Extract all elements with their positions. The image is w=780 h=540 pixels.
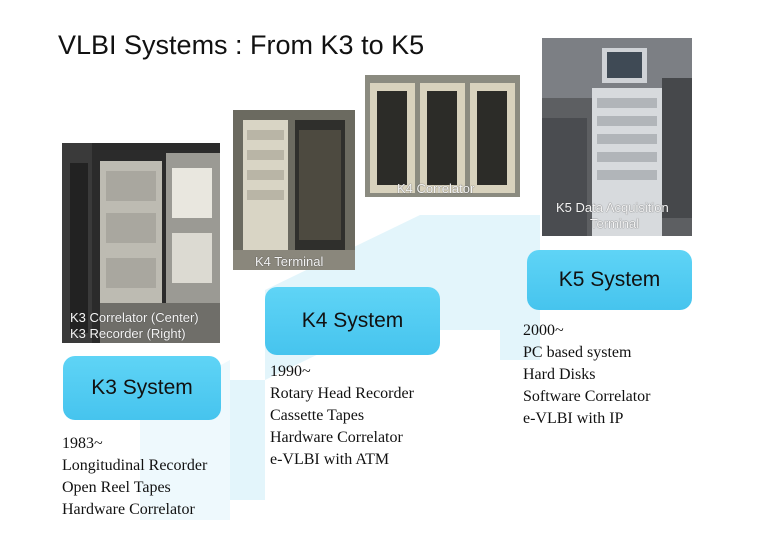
k3-system-box: K3 System xyxy=(63,356,221,420)
k5-photo-caption-line2: Terminal xyxy=(590,216,640,231)
k4-desc-line: 1990~ xyxy=(270,363,311,380)
k4-correlator-caption: K4 Correlator xyxy=(397,181,475,196)
k5-desc-line: 2000~ xyxy=(523,322,564,339)
k4-desc-line: Hardware Correlator xyxy=(270,429,403,446)
k3-description: 1983~ Longitudinal Recorder Open Reel Ta… xyxy=(62,433,207,521)
slide-title: VLBI Systems : From K3 to K5 xyxy=(58,30,425,60)
k5-photo-caption-line1: K5 Data Acquisition xyxy=(556,200,669,215)
k3-desc-line: Hardware Correlator xyxy=(62,501,195,518)
k5-system-box: K5 System xyxy=(527,250,692,310)
k4-desc-line: Rotary Head Recorder xyxy=(270,385,414,402)
k4-terminal-photo: K4 Terminal xyxy=(233,110,355,270)
k4-terminal-caption: K4 Terminal xyxy=(255,254,324,269)
k5-desc-line: Software Correlator xyxy=(523,388,651,405)
k5-desc-line: e-VLBI with IP xyxy=(523,410,624,427)
k5-data-acquisition-photo: K5 Data Acquisition Terminal xyxy=(542,38,692,236)
k4-desc-line: e-VLBI with ATM xyxy=(270,451,390,468)
k4-description: 1990~ Rotary Head Recorder Cassette Tape… xyxy=(270,361,414,471)
k4-desc-line: Cassette Tapes xyxy=(270,407,365,424)
k3-desc-line: Longitudinal Recorder xyxy=(62,457,208,474)
k5-system-label: K5 System xyxy=(558,268,661,291)
k4-correlator-photo: K4 Correlator xyxy=(365,75,520,197)
k3-photo-caption-line1: K3 Correlator (Center) xyxy=(70,310,199,325)
k5-desc-line: Hard Disks xyxy=(523,366,596,383)
k3-photo-caption-line2: K3 Recorder (Right) xyxy=(70,326,186,341)
k4-system-box: K4 System xyxy=(265,287,440,355)
k5-description: 2000~ PC based system Hard Disks Softwar… xyxy=(523,320,651,430)
k3-system-label: K3 System xyxy=(91,376,193,399)
k3-desc-line: 1983~ xyxy=(62,435,103,452)
k3-correlator-photo: K3 Correlator (Center) K3 Recorder (Righ… xyxy=(62,143,220,343)
k3-desc-line: Open Reel Tapes xyxy=(62,479,171,496)
k4-system-label: K4 System xyxy=(301,309,404,332)
k5-desc-line: PC based system xyxy=(523,344,632,361)
